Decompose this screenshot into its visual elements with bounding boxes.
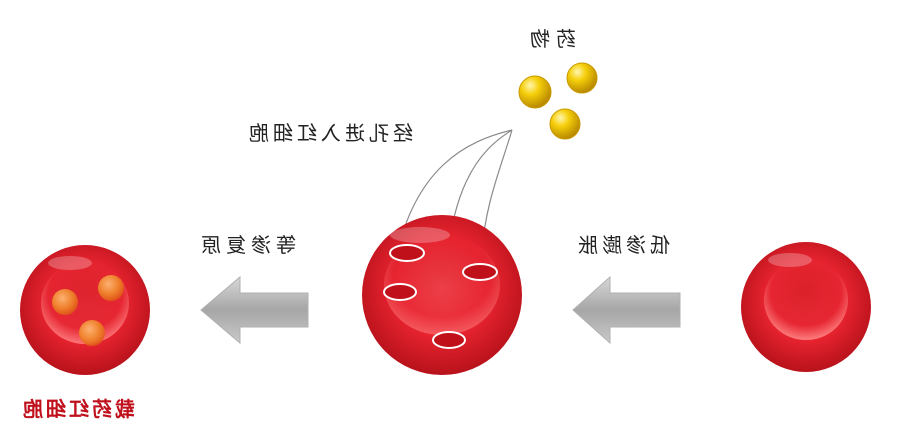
- isotonic-arrow-icon: [200, 275, 309, 345]
- pore-4: [432, 331, 466, 349]
- hypotonic-arrow-icon: [572, 275, 681, 345]
- drug-particle-2: [566, 62, 598, 94]
- membrane-pores: [383, 244, 498, 349]
- loaded-drug-1: [52, 289, 78, 315]
- drug-particle-3: [549, 108, 581, 140]
- loaded-drug-2: [98, 275, 124, 301]
- drug-particles: [518, 62, 598, 140]
- pore-entry-label: 经孔进入红细胞: [245, 121, 413, 145]
- drug-loaded-rbc-label: 载药红细胞: [20, 397, 135, 421]
- pore-1: [389, 244, 425, 262]
- drug-label: 药物: [524, 27, 576, 51]
- hypotonic-swelling-label: 低渗膨胀: [574, 233, 670, 257]
- loaded-drug-3: [79, 320, 105, 346]
- normal-rbc: [741, 242, 871, 372]
- pore-3: [462, 263, 498, 281]
- swollen-rbc: [362, 215, 522, 375]
- pore-2: [383, 283, 417, 301]
- drug-loaded-rbc: [20, 245, 150, 375]
- isotonic-recovery-label: 等渗复原: [196, 233, 296, 257]
- drug-particle-1: [518, 75, 552, 109]
